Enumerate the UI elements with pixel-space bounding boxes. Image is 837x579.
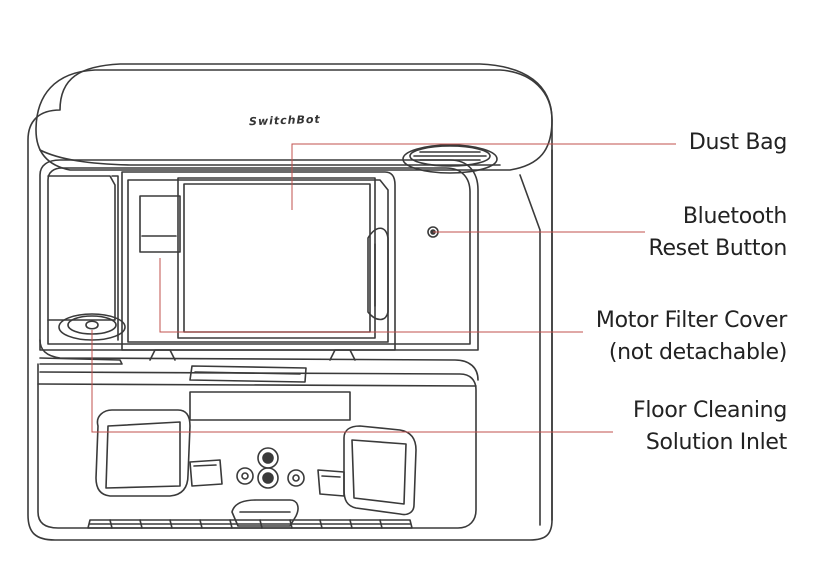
dust-bag-handle [139,195,181,253]
right-pad [343,425,417,516]
base-body [37,363,477,529]
knob-left [236,467,254,485]
dust-cap [402,144,498,174]
label-line: Motor Filter Cover [595,308,787,333]
right-square [317,469,345,497]
label-bluetooth-reset-button: Bluetooth Reset Button [648,201,787,265]
housing-outline [27,63,553,541]
label-line: Bluetooth [682,204,787,229]
leader-dust-bag [291,143,676,210]
label-floor-cleaning-solution-inlet: Floor Cleaning Solution Inlet [633,395,787,459]
dust-bag-clip [367,227,389,321]
leader-solution-inlet [91,330,613,433]
label-line: Dust Bag [688,130,787,155]
label-motor-filter-cover: Motor Filter Cover (not detachable) [596,305,787,369]
front-slot [189,365,307,383]
left-compartment [47,175,116,321]
label-dust-bag: Dust Bag [689,127,787,159]
knob-bottom [257,467,279,489]
base-top-edge [39,339,479,381]
bottom-port [231,499,299,527]
label-line: Floor Cleaning [633,398,787,423]
left-pad [95,409,191,497]
dust-bag-shape [177,177,376,339]
dust-chamber [121,171,396,351]
leader-motor-filter [159,258,583,333]
label-line: (not detachable) [608,340,787,365]
lower-slot [189,391,351,421]
front-window-frame [39,159,479,351]
knob-right [287,469,305,487]
bottom-rail [87,519,413,529]
label-line: Solution Inlet [645,430,787,455]
label-line: Reset Button [648,236,787,261]
brand-logo: SwitchBot [249,113,321,128]
left-square [189,459,223,487]
